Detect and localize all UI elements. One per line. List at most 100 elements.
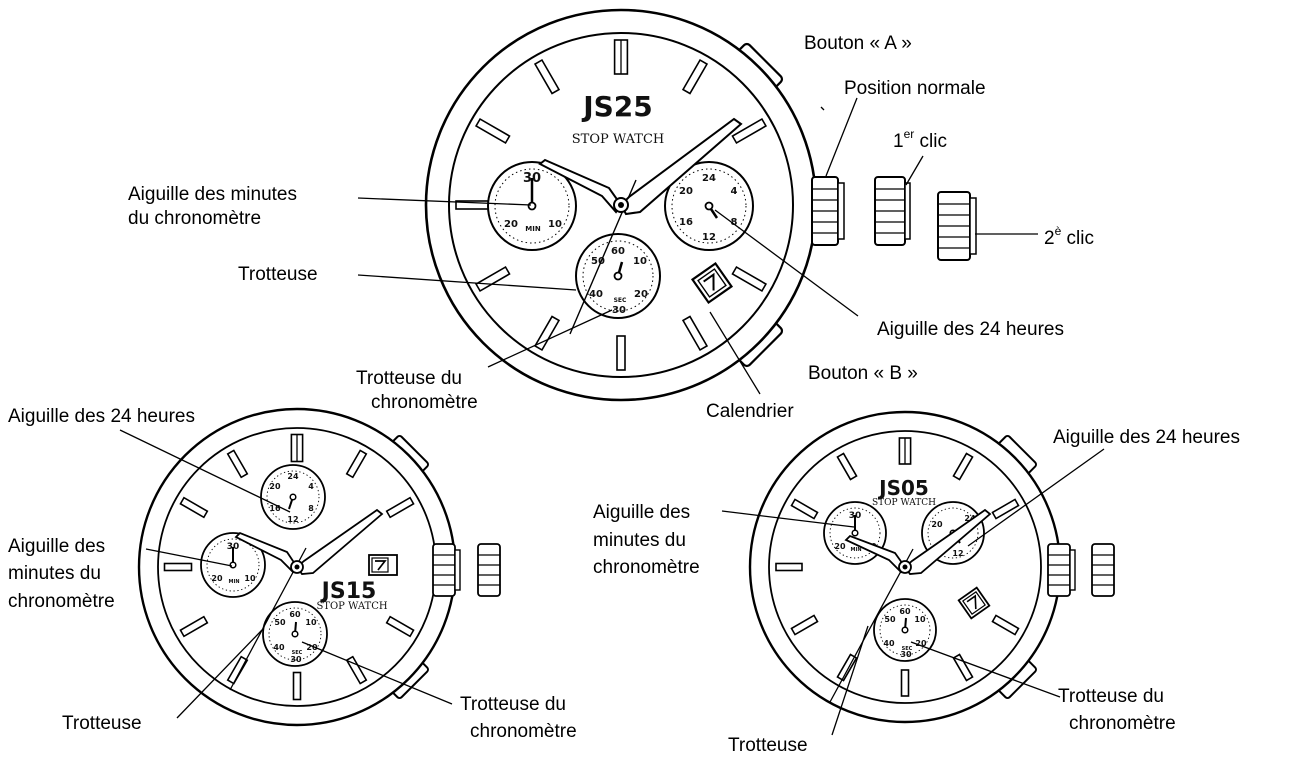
svg-text:24: 24	[702, 173, 716, 184]
svg-text:SEC: SEC	[902, 646, 913, 652]
svg-text:16: 16	[679, 217, 693, 228]
label-trotteuse: Trotteuse	[238, 264, 318, 285]
svg-text:40: 40	[883, 639, 895, 648]
hour-marker	[790, 498, 819, 520]
hour-marker	[345, 655, 368, 685]
svg-text:20: 20	[834, 542, 846, 551]
svg-text:20: 20	[915, 639, 927, 648]
minute-hand	[538, 158, 623, 214]
hour-hand	[619, 117, 743, 216]
hour-marker	[533, 58, 561, 95]
hour-marker	[991, 498, 1020, 520]
svg-text:60: 60	[899, 607, 911, 616]
hour-marker	[226, 655, 249, 685]
svg-text:24: 24	[964, 514, 976, 523]
h24-subdial: 24 4 20 8 16 12	[260, 464, 326, 530]
watch-js05: JS05 STOP WATCH 30 20 10 MIN 24 20 12 60…	[593, 410, 1240, 756]
model-name: JS15	[320, 579, 377, 604]
chrono-minute-subdial: 30 20 10 MIN	[487, 161, 577, 251]
svg-text:50: 50	[591, 256, 605, 267]
hour-marker	[533, 315, 561, 352]
chrono-second-subdial: 60 50 10 40 20 30 SEC	[262, 601, 328, 667]
model-subtitle: STOP WATCH	[316, 601, 387, 612]
hour-marker	[681, 58, 709, 95]
hour-marker	[681, 315, 709, 352]
date-window	[957, 586, 991, 620]
svg-text:20: 20	[306, 643, 318, 652]
svg-text:12: 12	[952, 549, 963, 558]
svg-text:20: 20	[504, 219, 518, 230]
svg-text:60: 60	[611, 246, 625, 257]
hour-markers	[775, 437, 1020, 697]
svg-text:12: 12	[287, 515, 298, 524]
svg-text:20: 20	[679, 186, 693, 197]
svg-text:20: 20	[269, 482, 281, 491]
hour-marker	[292, 671, 302, 701]
model-name: JS05	[877, 476, 929, 500]
hour-marker	[474, 265, 511, 293]
model-subtitle: STOP WATCH	[572, 132, 664, 147]
label-h24-hand: Aiguille des 24 heures	[8, 406, 195, 427]
hour-marker	[731, 265, 768, 293]
hour-marker	[775, 562, 803, 572]
chrono-second-subdial: 60 50 10 40 20 30 SEC	[873, 598, 937, 662]
label-h24-hand: Aiguille des 24 heures	[1053, 427, 1240, 448]
label-chrono-minute-1: Aiguille des minutes	[128, 184, 297, 205]
svg-text:8: 8	[308, 504, 314, 513]
label-chrono-minute-2: du chronomètre	[128, 208, 261, 229]
svg-text:8: 8	[731, 217, 738, 228]
hour-marker	[613, 39, 629, 75]
watch-js25: JS25 STOP WATCH 30 20 10 MIN 24 4 20 8 1…	[128, 8, 1094, 422]
hour-marker	[952, 653, 974, 682]
label-second-click: 2è clic	[1044, 224, 1094, 249]
hour-marker	[163, 562, 193, 572]
h24-subdial: 24 4 20 8 16 12	[664, 161, 754, 251]
hour-marker	[790, 614, 819, 636]
main-hands	[229, 508, 384, 691]
crown	[432, 543, 501, 597]
svg-text:MIN: MIN	[525, 225, 541, 233]
hour-marker	[474, 117, 511, 145]
label-chrono-minute-2: minutes du	[8, 563, 101, 584]
label-chrono-minute-3: chronomètre	[593, 557, 700, 578]
label-trotteuse: Trotteuse	[728, 735, 808, 756]
hour-marker	[226, 449, 249, 479]
label-h24-hand: Aiguille des 24 heures	[877, 319, 1064, 340]
label-chrono-second-2: chronomètre	[371, 392, 478, 413]
label-chrono-second-2: chronomètre	[1069, 713, 1176, 734]
svg-text:40: 40	[589, 289, 603, 300]
watch-js15: JS15 STOP WATCH 24 4 20 8 16 12 30 20 10…	[8, 406, 577, 742]
svg-text:10: 10	[633, 256, 647, 267]
date-window	[368, 554, 398, 576]
svg-text:20: 20	[931, 520, 943, 529]
hour-marker	[385, 615, 415, 638]
crown	[1047, 543, 1115, 597]
label-first-click: 1er clic	[893, 127, 947, 152]
hour-markers	[163, 433, 415, 701]
svg-text:40: 40	[273, 643, 285, 652]
main-hands	[538, 117, 743, 335]
hour-marker	[179, 615, 209, 638]
hour-marker	[290, 433, 304, 463]
model-subtitle: STOP WATCH	[872, 498, 936, 508]
hour-marker	[385, 496, 415, 519]
hour-marker	[991, 614, 1020, 636]
chrono-second-subdial: 60 50 10 40 20 30 SEC	[575, 233, 661, 319]
svg-text:30: 30	[290, 655, 302, 664]
leader-lines	[721, 448, 1105, 736]
hour-marker	[952, 452, 974, 481]
svg-text:10: 10	[244, 574, 256, 583]
label-chrono-minute-3: chronomètre	[8, 591, 115, 612]
chrono-minute-subdial: 30 20 10 MIN	[200, 532, 266, 598]
label-chrono-minute-2: minutes du	[593, 530, 686, 551]
svg-text:10: 10	[305, 618, 317, 627]
crown-normal	[811, 176, 845, 246]
model-name: JS25	[581, 90, 653, 123]
hour-marker	[836, 452, 858, 481]
hour-marker	[900, 669, 910, 697]
label-chrono-second-2: chronomètre	[470, 721, 577, 742]
leader-lines	[119, 429, 453, 719]
svg-text:20: 20	[211, 574, 223, 583]
svg-text:SEC: SEC	[292, 650, 303, 656]
svg-text:50: 50	[274, 618, 286, 627]
